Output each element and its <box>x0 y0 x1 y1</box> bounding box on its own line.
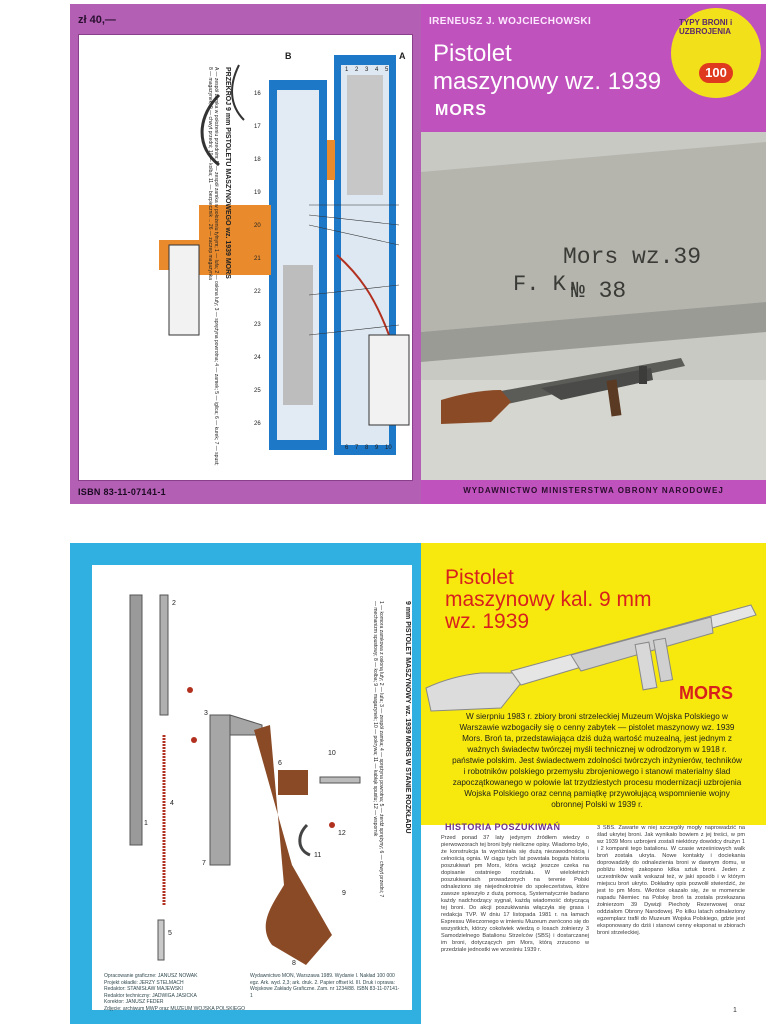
part-number-2: 2 <box>172 600 176 607</box>
part-rod <box>157 919 165 961</box>
profile-magazine <box>652 637 674 683</box>
credits-right: Wydawnictwo MON, Warszawa 1989. Wydanie … <box>250 973 400 999</box>
page-title-line3: wz. 1939 <box>445 610 530 633</box>
callout-a-3: 3 <box>365 67 369 73</box>
stock-b <box>199 205 271 275</box>
magazine-a <box>368 334 410 426</box>
callout-a-6: 6 <box>345 445 349 451</box>
credits-left: Opracowanie graficzne: JANUSZ NOWAK Proj… <box>104 973 246 1012</box>
intro-paragraph: W sierpniu 1983 r. zbiory broni strzelec… <box>452 712 742 809</box>
series-number: 100 <box>699 63 733 83</box>
callout-b-26: 26 <box>254 421 261 427</box>
part-number-1: 1 <box>144 820 148 827</box>
series-badge: TYPY BRONI i UZBROJENIA 100 <box>671 8 761 98</box>
page-title: Pistolet maszynowy kal. 9 mm wz. 1939 <box>445 567 652 633</box>
part-number-8: 8 <box>292 960 296 967</box>
callout-a-9: 9 <box>375 445 379 451</box>
cross-section-caption: A — zespół zamka w położeniu przednim; B… <box>207 67 219 466</box>
cross-section-title: PRZEKRÓJ 9 mm PISTOLETU MASZYNOWEGO wz. … <box>224 67 231 279</box>
receiver-closeup <box>421 142 766 332</box>
callout-a-8: 8 <box>365 445 369 451</box>
callout-a-5: 5 <box>385 67 389 73</box>
part-trigger-guard <box>298 823 311 857</box>
page-title-line2: maszynowy kal. 9 mm <box>445 588 652 611</box>
callout-b-19: 19 <box>254 190 261 196</box>
callout-b-20: 20 <box>254 223 261 229</box>
gun-profile-illustration <box>425 604 757 712</box>
isbn-label: ISBN 83-11-07141-1 <box>78 487 166 497</box>
price-label: zł 40,— <box>78 14 116 26</box>
part-number-6: 6 <box>278 760 282 767</box>
callout-b-21: 21 <box>254 256 261 262</box>
callout-b-17: 17 <box>254 124 261 130</box>
callout-a-1: 1 <box>345 67 349 73</box>
front-cover: IRENEUSZ J. WOJCIECHOWSKI Pistolet maszy… <box>421 4 766 504</box>
callout-b-16: 16 <box>254 91 261 97</box>
cover-title-line1: Pistolet <box>433 40 512 67</box>
page-number: 1 <box>733 1007 737 1014</box>
magazine-b <box>168 244 200 336</box>
trigger-b <box>231 64 245 121</box>
receiver-stamp-maker: F. K. <box>513 272 580 297</box>
profile-front-grip <box>634 641 658 691</box>
part-number-9: 9 <box>342 890 346 897</box>
part-number-10: 10 <box>328 750 336 757</box>
section-heading: HISTORIA POSZUKIWAŃ <box>445 822 561 832</box>
part-number-5: 5 <box>168 930 172 937</box>
spring-a <box>336 254 390 336</box>
callout-b-18: 18 <box>254 157 261 163</box>
part-number-11: 11 <box>314 852 321 859</box>
callout-a-7: 7 <box>355 445 359 451</box>
callout-a-10: 10 <box>385 445 392 451</box>
receiver-stamp-serial: № 38 <box>571 278 627 304</box>
publisher-name: WYDAWNICTWO MINISTERSTWA OBRONY NARODOWE… <box>463 486 724 495</box>
text-column-2: 3 SBS. Zawarte w niej szczegóły mogły na… <box>597 825 745 936</box>
bolt-b <box>283 265 313 405</box>
series-badge-disc <box>671 8 761 98</box>
section-label-b: B <box>285 51 292 61</box>
cover-photo: Mors wz.39 F. K. № 38 <box>421 132 766 480</box>
bolt-a <box>347 75 383 195</box>
section-label-a: A <box>399 51 406 61</box>
exploded-view-legend: 1 — komora zamkowa z osłoną lufy; 2 — lu… <box>372 601 384 898</box>
callout-b-23: 23 <box>254 322 261 328</box>
cover-subtitle: MORS <box>435 102 487 119</box>
first-page: Pistolet maszynowy kal. 9 mm wz. 1939 MO… <box>421 543 766 1024</box>
callout-a-4: 4 <box>375 67 379 73</box>
series-badge-ring: TYPY BRONI i UZBROJENIA <box>679 18 733 36</box>
profile-stock <box>425 672 522 712</box>
callout-b-25: 25 <box>254 388 261 394</box>
cover-title-line2: maszynowy wz. 1939 <box>433 68 662 95</box>
text-column-1: Przed ponad 37 laty jedynym źródłem wied… <box>441 835 589 953</box>
part-front-grip <box>278 770 308 795</box>
part-stock <box>254 725 332 965</box>
receiver-stamp-model: Mors wz.39 <box>563 244 702 270</box>
author-name: IRENEUSZ J. WOJCIECHOWSKI <box>429 16 592 27</box>
part-barrel <box>159 594 169 716</box>
part-number-4: 4 <box>170 800 174 807</box>
gun-front-grip <box>606 379 622 417</box>
part-trigger-group <box>209 714 231 866</box>
part-pin <box>319 776 361 784</box>
part-number-3: 3 <box>204 710 208 717</box>
mors-label: MORS <box>679 683 733 703</box>
page-title-line1: Pistolet <box>445 566 514 589</box>
part-receiver <box>129 594 143 846</box>
weapon-photo <box>421 132 766 480</box>
part-number-7: 7 <box>202 860 206 867</box>
exploded-view-title: 9 mm PISTOLET MASZYNOWY wz. 1939 MORS W … <box>404 601 411 834</box>
trigger-guard-b <box>200 93 221 167</box>
cover-title: Pistolet maszynowy wz. 1939 <box>433 40 661 96</box>
part-number-12: 12 <box>338 830 346 837</box>
callout-a-2: 2 <box>355 67 359 73</box>
gun-stock <box>441 390 511 424</box>
callout-b-22: 22 <box>254 289 261 295</box>
callout-b-24: 24 <box>254 355 261 361</box>
